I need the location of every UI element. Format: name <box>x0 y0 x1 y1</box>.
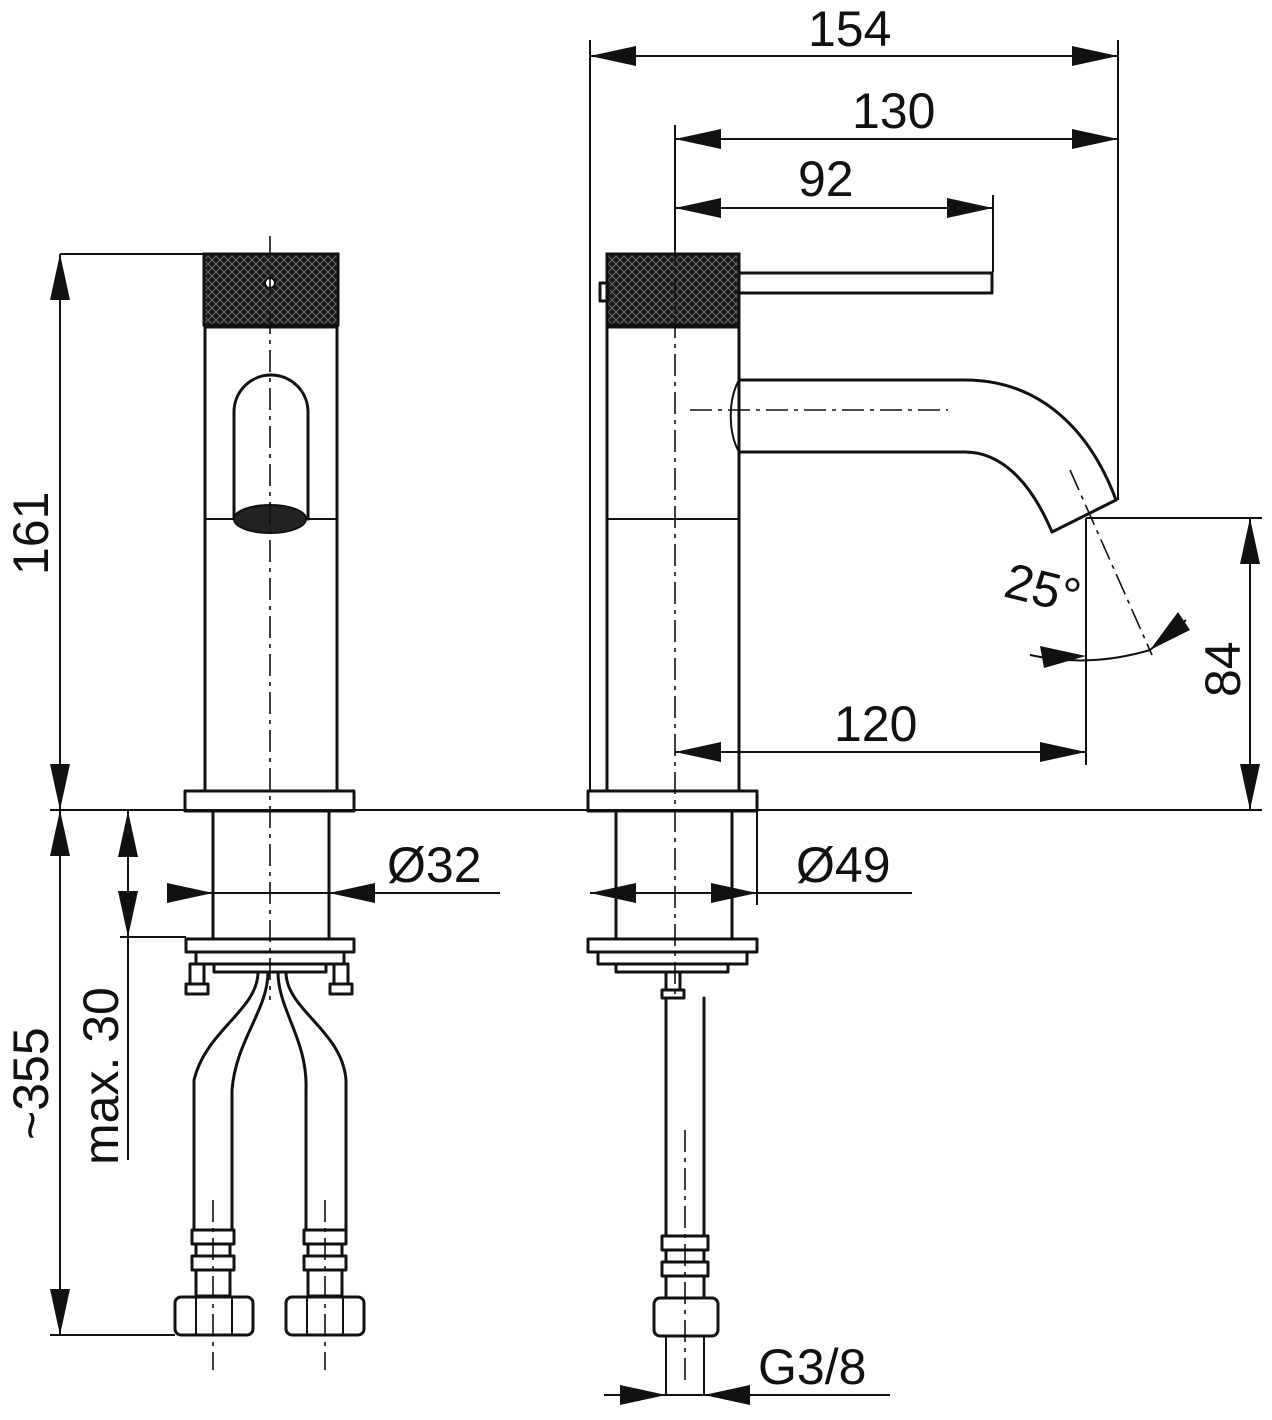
front-outlet-slot <box>232 373 310 521</box>
front-nut-left <box>173 1295 255 1337</box>
front-hose-right <box>276 970 348 1232</box>
dim-84: 84 <box>1195 641 1251 697</box>
front-hose-left <box>192 970 270 1232</box>
dim-diameter-49: Ø49 <box>796 837 891 893</box>
side-shank <box>614 809 734 941</box>
dim-25-degrees: 25° <box>999 552 1086 625</box>
side-knurled-cap <box>605 252 741 327</box>
dimension-labels: 154 130 92 161 120 84 25° Ø32 Ø49 ~355 m… <box>3 1 1251 1395</box>
side-view <box>586 240 1153 1395</box>
side-lever <box>737 271 994 295</box>
front-shank <box>211 809 331 941</box>
side-spout <box>737 378 1118 534</box>
dim-g3-8: G3/8 <box>758 1339 866 1395</box>
dim-161: 161 <box>3 492 59 575</box>
dim-max-30: max. 30 <box>73 987 129 1165</box>
dim-130: 130 <box>852 83 935 139</box>
side-body <box>605 325 741 793</box>
front-knurled-cap <box>202 252 340 327</box>
side-hose <box>664 996 706 1238</box>
front-body <box>203 325 339 793</box>
dimension-lines <box>50 40 1262 1405</box>
dim-92: 92 <box>798 151 854 207</box>
dim-355: ~355 <box>3 1027 59 1140</box>
side-base-ring <box>586 789 759 813</box>
side-nut <box>652 1296 720 1338</box>
front-view <box>173 236 366 1370</box>
dim-154: 154 <box>808 1 891 57</box>
dim-120: 120 <box>834 696 917 752</box>
dim-diameter-32: Ø32 <box>387 837 482 893</box>
